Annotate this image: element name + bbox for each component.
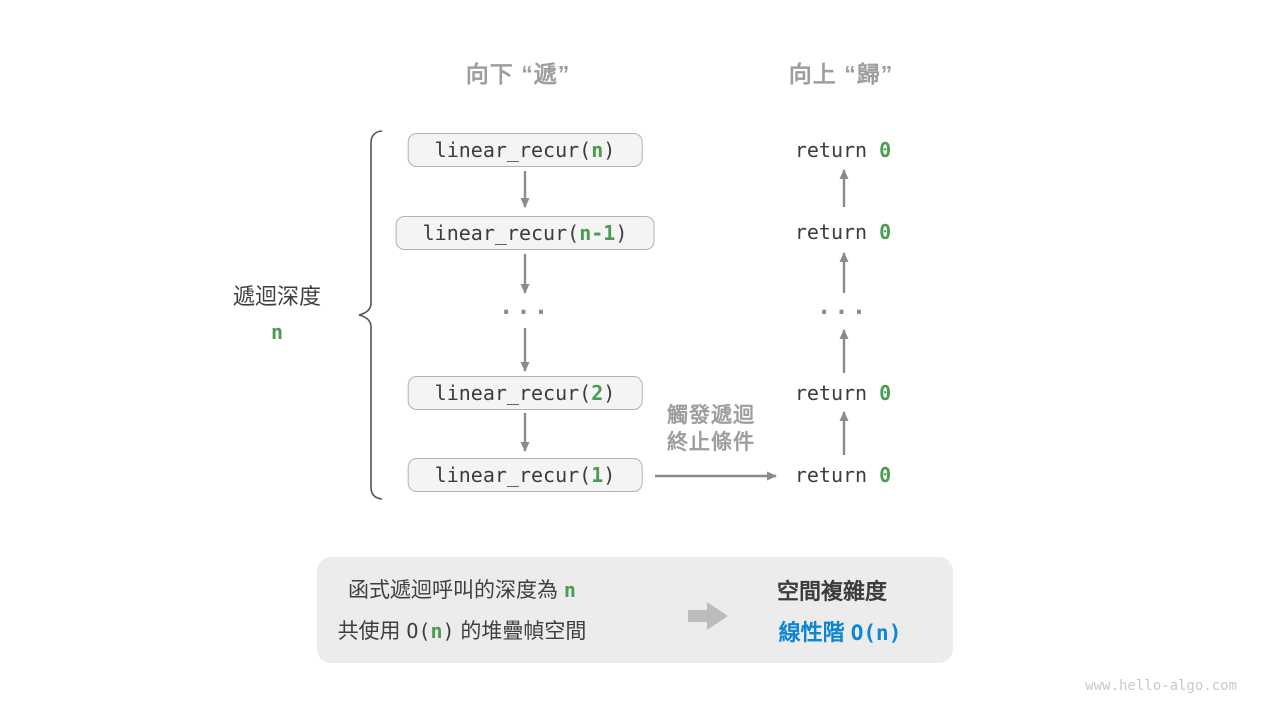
code-text: return — [794, 138, 880, 162]
code-arg: n-1 — [579, 221, 616, 245]
trigger-condition-label: 觸發遞迴 終止條件 — [667, 402, 755, 456]
code-text: linear_recur( — [434, 463, 592, 487]
code-text: return — [794, 220, 880, 244]
code-arg: 2 — [591, 381, 604, 405]
summary-line2-post: 的堆疊幀空間 — [454, 620, 587, 643]
summary-line2-pre: 共使用 — [337, 620, 407, 643]
code-text: ) — [603, 138, 616, 162]
code-text: return — [794, 463, 880, 487]
summary-line1: 函式遞迴呼叫的深度為 n — [338, 570, 587, 611]
trigger-condition-line1: 觸發遞迴 — [667, 404, 755, 427]
code-text: ) — [615, 221, 628, 245]
summary-line2-var: n — [430, 619, 443, 643]
code-text: return — [794, 381, 880, 405]
return-statement-1: return 0 — [795, 138, 891, 162]
space-complexity-result-label: 線性階 — [778, 620, 851, 645]
code-arg: n — [591, 138, 604, 162]
return-statement-4: return 0 — [795, 463, 891, 487]
call-frame-n: linear_recur(n) — [407, 133, 643, 167]
summary-line2-code-open: O( — [406, 619, 431, 643]
space-complexity-title: 空間複雜度 — [776, 579, 888, 604]
code-text: linear_recur( — [422, 221, 580, 245]
return-statement-3: return 0 — [795, 381, 891, 405]
call-frame-2: linear_recur(2) — [407, 376, 643, 410]
phase-label-descend: 向下 “遞” — [465, 61, 571, 87]
summary-line1-var: n — [563, 578, 576, 602]
phase-label-ascend: 向上 “歸” — [788, 61, 894, 87]
recursion-brace — [358, 130, 383, 500]
depth-label: 遞迴深度 — [232, 284, 322, 309]
summary-line1-text: 函式遞迴呼叫的深度為 — [348, 579, 564, 602]
code-text: ) — [603, 463, 616, 487]
trigger-condition-line2: 終止條件 — [667, 431, 755, 454]
space-complexity-result: 線性階 O(n) — [779, 615, 902, 647]
space-complexity-result-code: O(n) — [850, 621, 902, 645]
code-value: 0 — [879, 463, 892, 487]
ellipsis-left: ... — [498, 292, 552, 320]
code-text: linear_recur( — [434, 138, 592, 162]
code-arg: 1 — [591, 463, 604, 487]
code-text: ) — [603, 381, 616, 405]
return-statement-2: return 0 — [795, 220, 891, 244]
depth-value: n — [270, 320, 284, 344]
code-text: linear_recur( — [434, 381, 592, 405]
summary-stack-text: 函式遞迴呼叫的深度為 n 共使用 O(n) 的堆疊幀空間 — [338, 570, 587, 652]
watermark: www.hello-algo.com — [1085, 678, 1237, 694]
summary-line2: 共使用 O(n) 的堆疊幀空間 — [338, 611, 587, 652]
code-value: 0 — [879, 220, 892, 244]
summary-panel — [317, 557, 953, 663]
summary-line2-code-close: ) — [442, 619, 455, 643]
ellipsis-right: ... — [816, 292, 870, 320]
call-frame-1: linear_recur(1) — [407, 458, 643, 492]
code-value: 0 — [879, 138, 892, 162]
code-value: 0 — [879, 381, 892, 405]
call-frame-n-1: linear_recur(n-1) — [395, 216, 655, 250]
